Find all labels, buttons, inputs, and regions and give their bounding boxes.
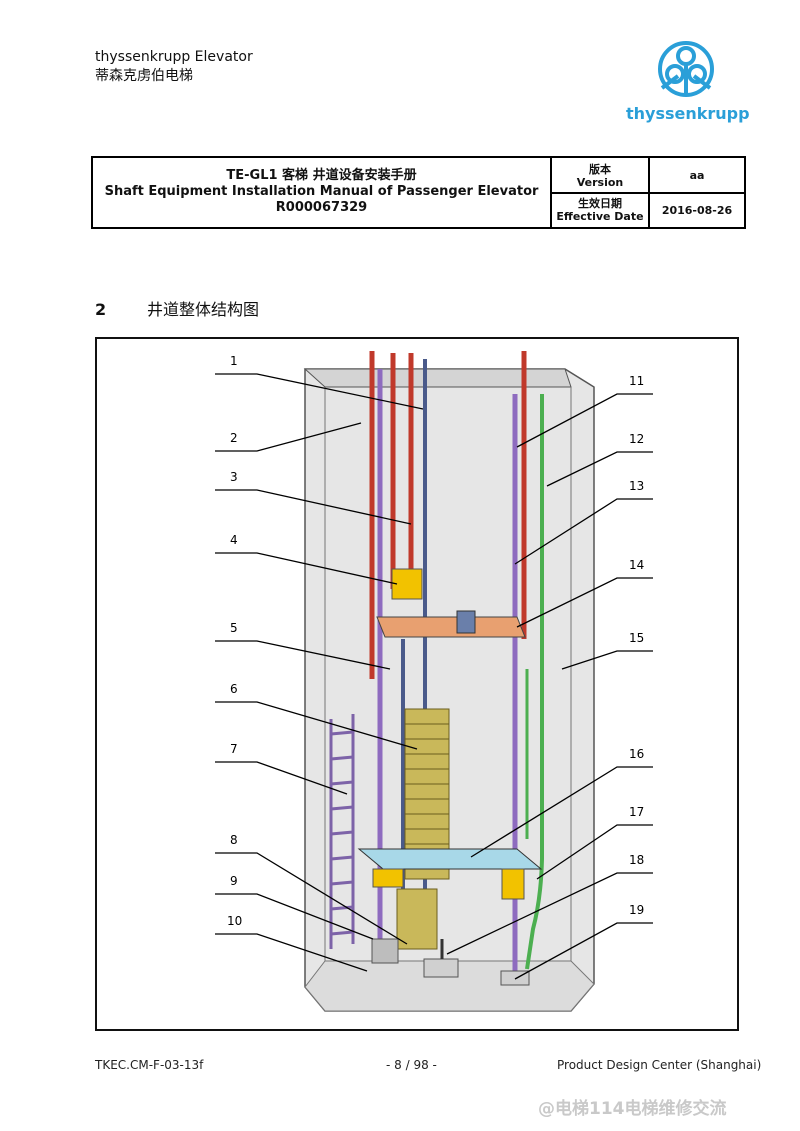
section-title: 井道整体结构图 [147, 300, 260, 319]
document-header-table: TE-GL1 客梯 井道设备安装手册 Shaft Equipment Insta… [91, 156, 746, 229]
shaft-drawing: 1 2 3 4 5 6 7 8 9 10 11 12 13 14 15 16 1… [215, 351, 653, 1012]
callout-12: 12 [629, 432, 644, 446]
callout-14: 14 [629, 558, 644, 572]
car-bottom-frame [357, 848, 543, 870]
document-number: R000067329 [275, 200, 368, 215]
callout-19: 19 [629, 903, 644, 917]
car-top-beam [376, 616, 526, 638]
callout-7: 7 [230, 742, 238, 756]
callout-2: 2 [230, 431, 238, 445]
version-label-en: Version [576, 176, 624, 189]
callout-17: 17 [629, 805, 644, 819]
callout-8: 8 [230, 833, 238, 847]
callout-6: 6 [230, 682, 238, 696]
callout-16: 16 [629, 747, 644, 761]
date-label-cn: 生效日期 [578, 197, 622, 210]
buffer-base [423, 958, 459, 978]
title-en: Shaft Equipment Installation Manual of P… [104, 184, 539, 199]
traveling-cable [525, 394, 544, 970]
callout-leaders [215, 373, 653, 980]
callout-18: 18 [629, 853, 644, 867]
callout-13: 13 [629, 479, 644, 493]
footer-department: Product Design Center (Shanghai) [557, 1058, 762, 1072]
section-heading: 2 井道整体结构图 [95, 296, 259, 320]
date-label: 生效日期 Effective Date [552, 194, 650, 227]
version-label-cn: 版本 [589, 163, 611, 176]
pit-ladder [329, 714, 355, 949]
shaft-enclosure [303, 368, 595, 1012]
callout-numbers: 1 2 3 4 5 6 7 8 9 10 11 12 13 14 15 16 1… [227, 354, 644, 928]
logo-mark-icon [658, 41, 714, 97]
company-name-en: thyssenkrupp Elevator [95, 49, 253, 65]
callout-4: 4 [230, 533, 238, 547]
callout-10: 10 [227, 914, 242, 928]
section-number: 2 [95, 300, 107, 319]
watermark: @电梯114电梯维修交流 [538, 1099, 727, 1119]
company-name-cn: 蒂森克虏伯电梯 [95, 68, 193, 84]
callout-1: 1 [230, 354, 238, 368]
document-title: TE-GL1 客梯 井道设备安装手册 Shaft Equipment Insta… [93, 158, 552, 227]
company-name: thyssenkrupp Elevator 蒂森克虏伯电梯 [95, 48, 253, 86]
callout-9: 9 [230, 874, 238, 888]
logo-text: thyssenkrupp [626, 104, 750, 123]
callout-5: 5 [230, 621, 238, 635]
version-value: aa [650, 158, 744, 194]
version-label: 版本 Version [552, 158, 650, 194]
callout-3: 3 [230, 470, 238, 484]
callout-15: 15 [629, 631, 644, 645]
date-value: 2016-08-26 [661, 204, 733, 217]
thyssenkrupp-logo: thyssenkrupp [626, 38, 750, 130]
callout-11: 11 [629, 374, 644, 388]
footer-page-number: - 8 / 98 - [386, 1058, 437, 1072]
shaft-structure-diagram: 1 2 3 4 5 6 7 8 9 10 11 12 13 14 15 16 1… [95, 337, 739, 1031]
footer-doc-code: TKEC.CM-F-03-13f [95, 1058, 204, 1072]
date-label-en: Effective Date [556, 210, 644, 223]
title-cn: TE-GL1 客梯 井道设备安装手册 [226, 168, 417, 183]
